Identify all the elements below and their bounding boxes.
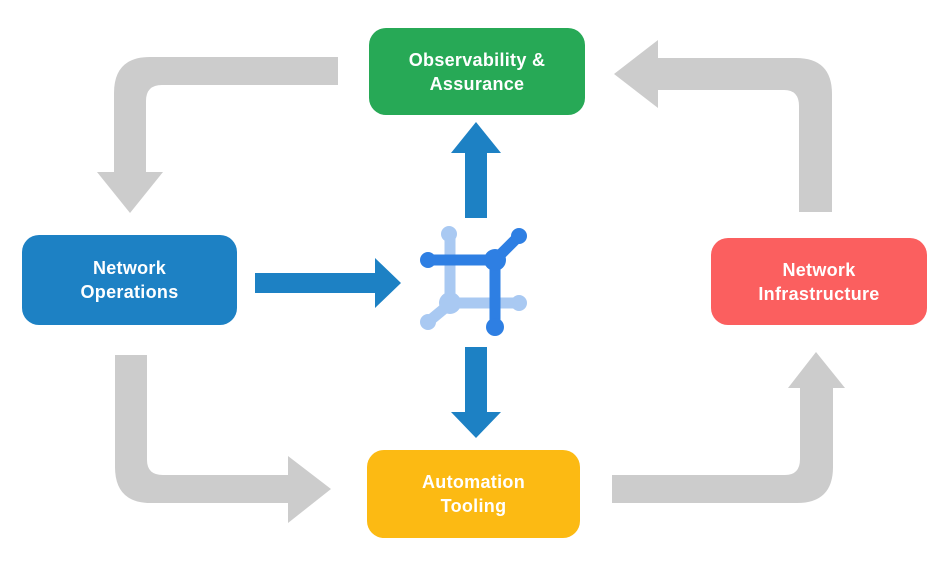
- icon-terminal-dot: [420, 314, 436, 330]
- node-label-line: Network: [92, 258, 167, 278]
- network-automation-icon: [420, 226, 527, 336]
- icon-terminal-dot: [511, 228, 527, 244]
- arrow-automation-to-infrastructure-icon: [612, 352, 845, 503]
- arrow-center-to-automation-icon: [451, 347, 501, 438]
- arrow-observability-to-operations-icon: [97, 57, 338, 213]
- node-label-line: Automation: [422, 472, 525, 492]
- node-label-line: Infrastructure: [758, 283, 880, 304]
- node-label-line: Assurance: [429, 73, 525, 94]
- node-network-operations: Network Operations: [22, 235, 237, 325]
- node-observability-assurance: Observability & Assurance: [369, 28, 585, 115]
- icon-terminal-dot: [486, 318, 504, 336]
- icon-terminal-dot: [511, 295, 527, 311]
- icon-blue-parts: [420, 228, 527, 336]
- node-automation-tooling: Automation Tooling: [367, 450, 580, 538]
- arrow-center-to-observability-icon: [451, 122, 501, 218]
- arrow-operations-to-automation-icon: [115, 355, 331, 523]
- arrow-infrastructure-to-observability-icon: [614, 40, 832, 212]
- icon-light-blue-parts: [420, 226, 527, 330]
- node-label-line: Network: [782, 259, 856, 280]
- node-label-line: Tooling: [440, 496, 507, 516]
- icon-corner-node: [439, 292, 461, 314]
- arrow-operations-to-center-icon: [255, 258, 401, 308]
- node-network-infrastructure: Network Infrastructure: [711, 238, 927, 325]
- icon-terminal-dot: [441, 226, 457, 242]
- node-label-line: Observability &: [408, 49, 546, 70]
- icon-terminal-dot: [420, 252, 436, 268]
- node-label-line: Operations: [80, 282, 179, 302]
- icon-corner-node: [484, 249, 506, 271]
